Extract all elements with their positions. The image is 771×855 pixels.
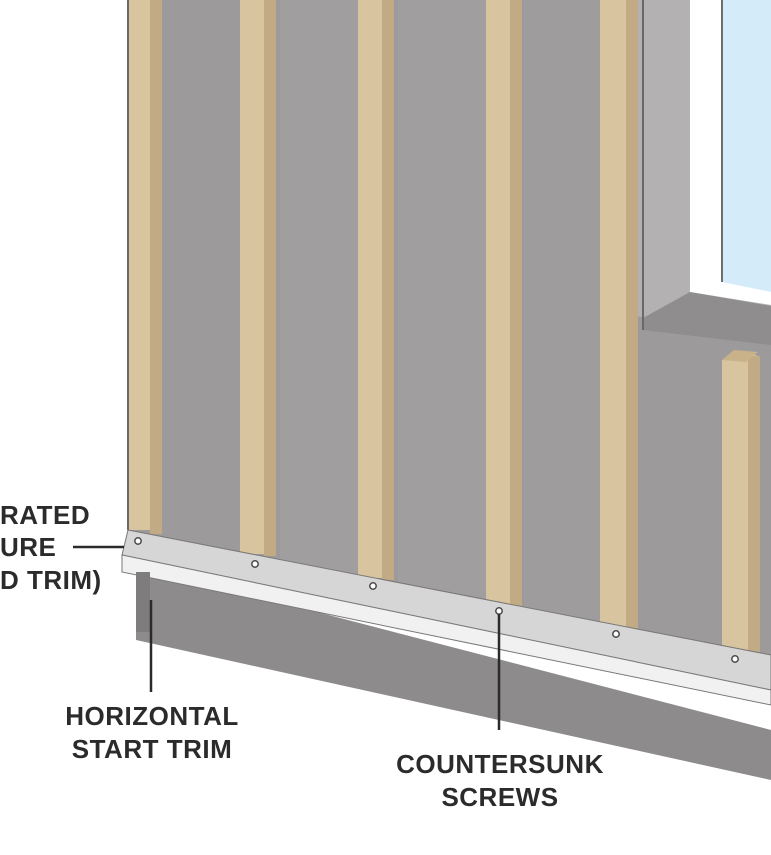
callout-horizontal-start-trim-line-1: HORIZONTAL: [65, 701, 239, 731]
screw-icon: [731, 655, 739, 663]
furring-strip: [240, 0, 276, 556]
screw-icon: [251, 560, 259, 568]
furring-strip: [127, 0, 162, 534]
start-trim-face: [121, 554, 771, 706]
window-glass: [722, 0, 771, 292]
window-sill: [643, 292, 771, 345]
start-trim-end: [136, 572, 150, 632]
callout-perforated-closure-line-3: D TRIM): [0, 565, 102, 595]
screw-icon: [612, 630, 620, 638]
wall-panel-shade: [398, 0, 488, 602]
furring-strip: [358, 0, 394, 580]
wall-panel-shade: [280, 0, 360, 578]
furring-strip: [722, 350, 760, 656]
furring-strip: [486, 0, 522, 606]
callout-horizontal-start-trim-line-2: START TRIM: [72, 734, 233, 764]
wall-panel-shade: [524, 0, 604, 624]
callout-countersunk-screws-line-2: SCREWS: [441, 782, 558, 812]
screw-icon: [369, 582, 377, 590]
screw-icon: [495, 607, 503, 615]
furring-strip: [600, 0, 638, 630]
foundation-band: [136, 565, 771, 780]
screw-icon: [134, 537, 142, 545]
callout-perforated-closure-line-2: URE: [0, 532, 56, 562]
callout-perforated-closure-line-1: RATED: [0, 500, 90, 530]
callout-countersunk-screws-line-1: COUNTERSUNK: [396, 749, 604, 779]
